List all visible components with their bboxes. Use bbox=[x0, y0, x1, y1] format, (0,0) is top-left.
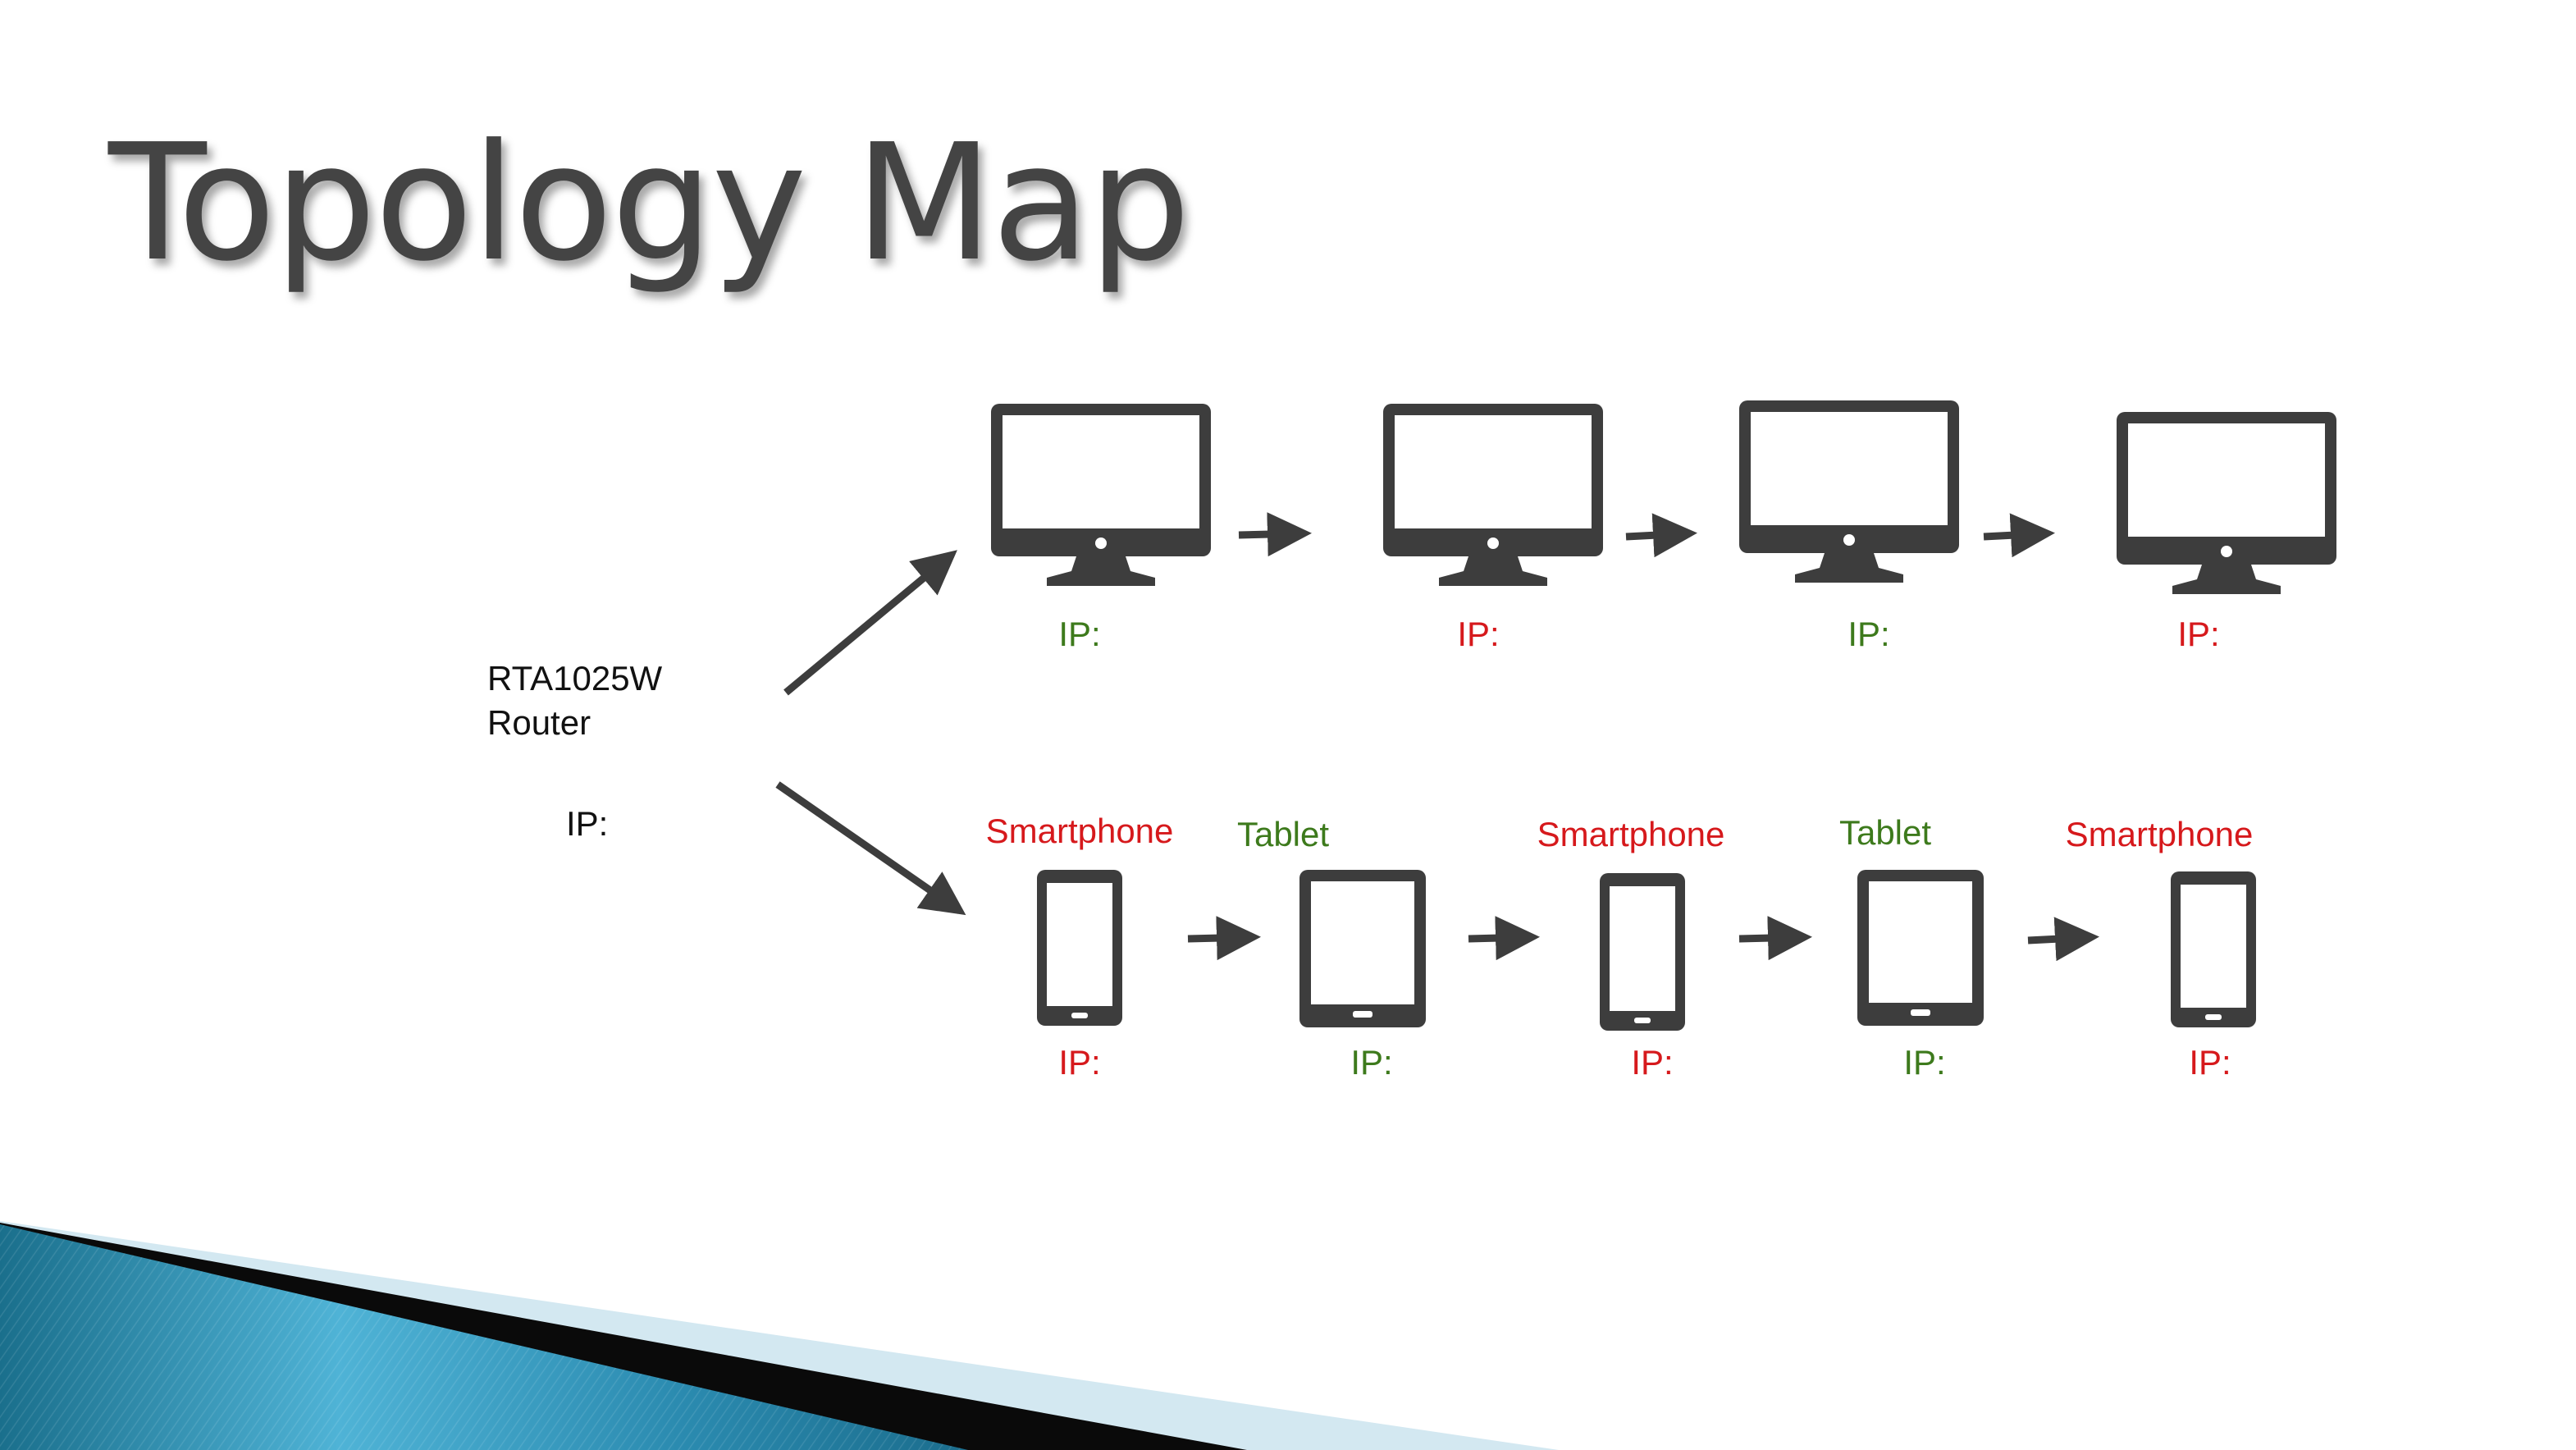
device-type-label: Smartphone bbox=[2065, 815, 2254, 853]
monitor-icon bbox=[991, 404, 1211, 586]
mobile-link-arrow bbox=[1468, 916, 1540, 961]
router-label: RTA1025W Router bbox=[487, 656, 662, 745]
device-type-label: Smartphone bbox=[1537, 815, 1725, 853]
router-model: RTA1025W bbox=[487, 659, 663, 698]
smartphone-icon bbox=[1600, 873, 1685, 1031]
device-ip-label: IP: bbox=[1058, 1043, 1101, 1082]
mobile-link-arrow bbox=[1738, 916, 1812, 961]
computer-ip-label: IP: bbox=[1457, 615, 1500, 653]
monitor-icon bbox=[1383, 404, 1603, 586]
mobile-link-arrow bbox=[2027, 917, 2099, 962]
router-type: Router bbox=[487, 703, 591, 742]
page-title: Topology Map bbox=[108, 110, 1190, 297]
tablet-icon bbox=[1857, 870, 1984, 1026]
computer-link-arrow bbox=[1238, 512, 1312, 557]
smartphone-icon bbox=[1037, 870, 1122, 1026]
device-type-label: Smartphone bbox=[985, 812, 1174, 850]
computer-ip-label: IP: bbox=[1848, 615, 1890, 653]
router-ip-label: IP: bbox=[566, 804, 609, 843]
computer-ip-label: IP: bbox=[1058, 615, 1101, 653]
device-type-label: Tablet bbox=[1236, 815, 1330, 853]
monitor-icon bbox=[1739, 400, 1959, 583]
router-to-computers-arrow bbox=[783, 550, 957, 696]
monitor-icon bbox=[2117, 412, 2336, 594]
router-to-mobiles-arrow bbox=[775, 781, 966, 916]
device-ip-label: IP: bbox=[1350, 1043, 1393, 1082]
device-ip-label: IP: bbox=[2189, 1043, 2231, 1082]
computer-link-arrow bbox=[1983, 513, 2055, 558]
device-ip-label: IP: bbox=[1631, 1043, 1674, 1082]
device-ip-label: IP: bbox=[1903, 1043, 1946, 1082]
smartphone-icon bbox=[2171, 871, 2256, 1027]
device-type-label: Tablet bbox=[1838, 813, 1932, 852]
mobile-link-arrow bbox=[1187, 916, 1261, 961]
computer-ip-label: IP: bbox=[2177, 615, 2220, 653]
computer-link-arrow bbox=[1625, 513, 1697, 558]
tablet-icon bbox=[1299, 870, 1426, 1027]
